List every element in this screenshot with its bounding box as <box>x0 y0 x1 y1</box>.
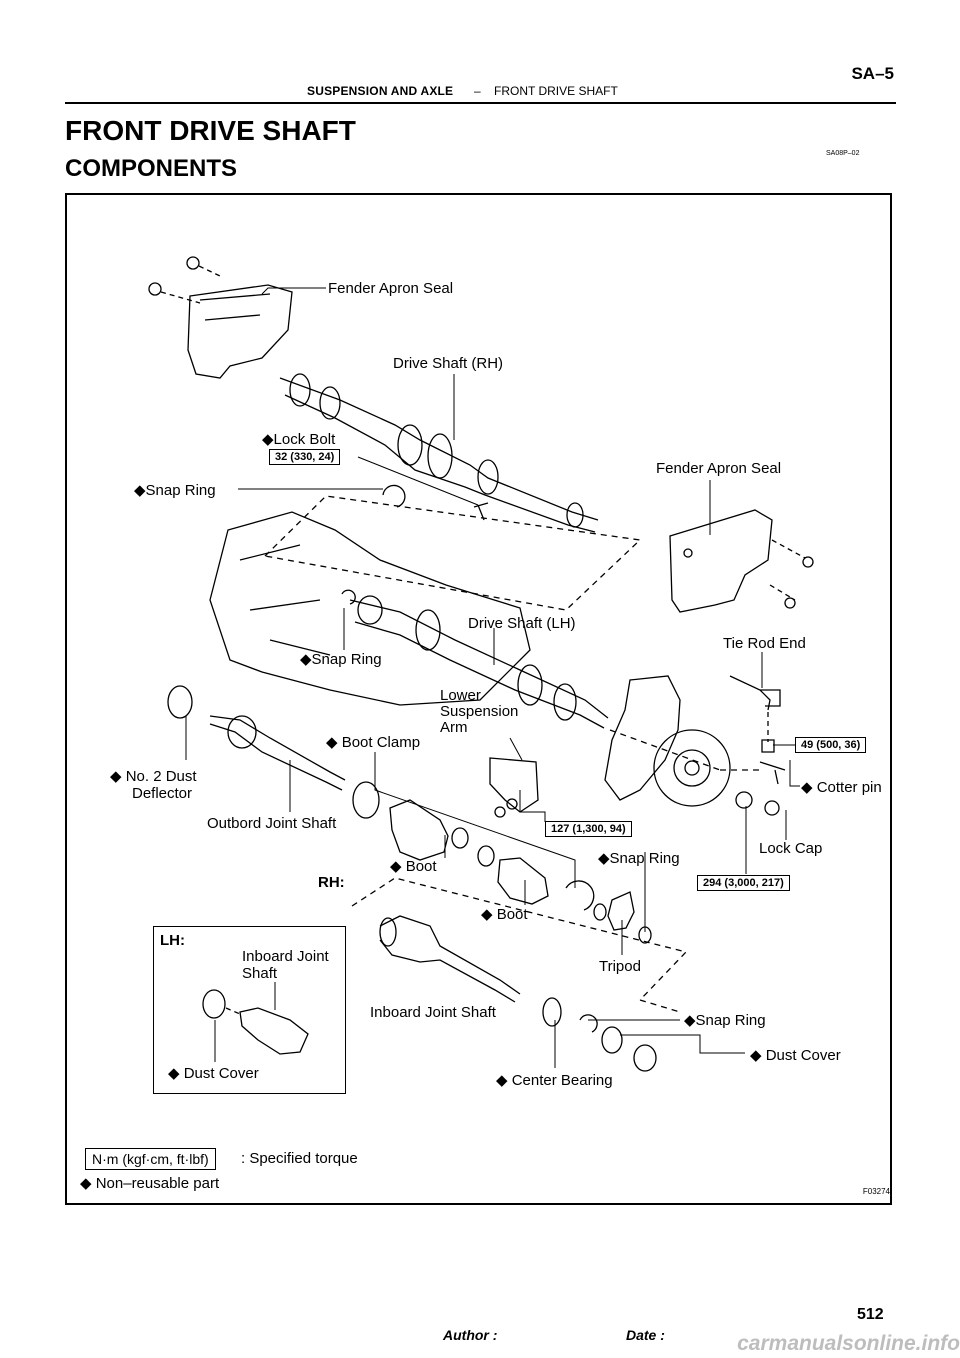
doc-code: SA08P–02 <box>826 150 860 157</box>
header-section: SUSPENSION AND AXLE <box>307 84 454 98</box>
transaxle-shape <box>209 511 531 706</box>
fender-apron-seal-top-shape <box>187 284 293 379</box>
torque-tie-rod-end: 49 (500, 36) <box>795 737 867 753</box>
lh-dust-cover-shape <box>202 989 226 1019</box>
figure-code: F03274 <box>862 1187 890 1196</box>
torque-lower-arm: 127 (1,300, 94) <box>545 821 632 837</box>
label-boot-1: ◆ Boot <box>390 858 437 875</box>
torque-hub-nut: 294 (3,000, 217) <box>697 875 790 891</box>
label-no2-dust-deflector-line-1: ◆ No. 2 Dust <box>110 768 197 785</box>
lh-inset-frame <box>153 926 346 1094</box>
label-inboard-joint-shaft-lh: Inboard Joint Shaft <box>242 948 329 982</box>
boot-2-shape <box>497 857 549 905</box>
label-tripod: Tripod <box>599 958 641 975</box>
legend-unit-text: : Specified torque <box>241 1150 358 1167</box>
label-drive-shaft-lh: Drive Shaft (LH) <box>468 615 576 632</box>
snap-ring-2-shape <box>341 589 356 605</box>
label-snap-ring-4: ◆Snap Ring <box>684 1012 766 1029</box>
header-page-code: SA–5 <box>851 64 894 83</box>
header-rule <box>65 102 896 104</box>
footer-date-label: Date : <box>626 1327 665 1343</box>
label-center-bearing: ◆ Center Bearing <box>496 1072 613 1089</box>
snap-ring-1-shape <box>382 484 406 508</box>
legend-unit-box: N·m (kgf·cm, ft·lbf) <box>85 1148 216 1170</box>
label-lower-suspension-arm-line-3: Arm <box>440 719 468 736</box>
label-fender-apron-seal-top: Fender Apron Seal <box>328 280 454 297</box>
label-dust-cover-right: ◆ Dust Cover <box>750 1047 841 1064</box>
lh-inboard-joint-shaft-shape <box>239 1007 309 1055</box>
label-lower-suspension-arm-line-1: Lower <box>440 687 481 704</box>
label-snap-ring-3: ◆Snap Ring <box>598 850 680 867</box>
label-lock-bolt: ◆Lock Bolt <box>262 431 336 448</box>
header-subsection: FRONT DRIVE SHAFT <box>494 84 618 98</box>
label-cotter-pin: ◆ Cotter pin <box>801 779 882 796</box>
label-drive-shaft-rh: Drive Shaft (RH) <box>393 355 504 372</box>
label-lower-suspension-arm-line-2: Suspension <box>440 703 519 720</box>
snap-ring-3-shape <box>565 880 595 911</box>
label-snap-ring-2: ◆Snap Ring <box>300 651 382 668</box>
boot-1-shape <box>389 799 449 861</box>
footer-page-number: 512 <box>857 1306 884 1323</box>
label-rh: RH: <box>318 874 345 891</box>
torque-lock-bolt: 32 (330, 24) <box>269 449 341 465</box>
label-tie-rod-end: Tie Rod End <box>723 635 806 652</box>
tie-rod-end-shape <box>729 675 781 711</box>
dust-cover-1-shape <box>601 1026 623 1054</box>
label-lh: LH: <box>160 932 185 949</box>
steering-knuckle-shape <box>604 675 731 807</box>
boot-clamp-large-shape <box>352 781 380 819</box>
legend-non-reusable: ◆ Non–reusable part <box>80 1175 220 1192</box>
label-inboard-joint-shaft-lh-line-1: Inboard Joint <box>242 948 329 965</box>
figure-frame <box>65 193 892 1205</box>
label-fender-apron-seal-right: Fender Apron Seal <box>656 460 782 477</box>
center-bearing-shape <box>542 997 562 1027</box>
dust-deflector-shape <box>167 685 193 719</box>
tripod-shape <box>607 891 635 931</box>
header-dash: – <box>474 84 481 98</box>
lower-suspension-arm-shape <box>489 757 539 813</box>
dust-cover-2-shape <box>633 1044 657 1072</box>
label-inboard-joint-shaft: Inboard Joint Shaft <box>370 1004 496 1021</box>
drive-shaft-rh-shape <box>279 373 599 533</box>
outboard-joint-shaft-shape <box>209 715 346 791</box>
label-boot-2: ◆ Boot <box>481 906 528 923</box>
label-inboard-joint-shaft-lh-line-2: Shaft <box>242 965 278 982</box>
inboard-joint-shaft-shape <box>379 915 521 1003</box>
label-no2-dust-deflector-line-2: Deflector <box>132 785 193 802</box>
label-outbord-joint-shaft: Outbord Joint Shaft <box>207 815 337 832</box>
label-snap-ring-1: ◆Snap Ring <box>134 482 216 499</box>
snap-ring-4-shape <box>579 1014 598 1033</box>
label-no2-dust-deflector: ◆ No. 2 Dust Deflector <box>110 768 197 802</box>
label-lock-cap: Lock Cap <box>759 840 823 857</box>
page-title: FRONT DRIVE SHAFT <box>65 115 356 146</box>
label-dust-cover-lh: ◆ Dust Cover <box>168 1065 259 1082</box>
watermark: carmanualsonline.info <box>737 1332 960 1355</box>
label-lower-suspension-arm: Lower Suspension Arm <box>440 688 518 736</box>
label-boot-clamp: ◆ Boot Clamp <box>326 734 421 751</box>
fender-apron-seal-right-shape <box>669 509 773 613</box>
page-subtitle: COMPONENTS <box>65 155 238 182</box>
footer-author-label: Author : <box>443 1327 498 1343</box>
drive-shaft-lh-shape <box>349 595 609 729</box>
